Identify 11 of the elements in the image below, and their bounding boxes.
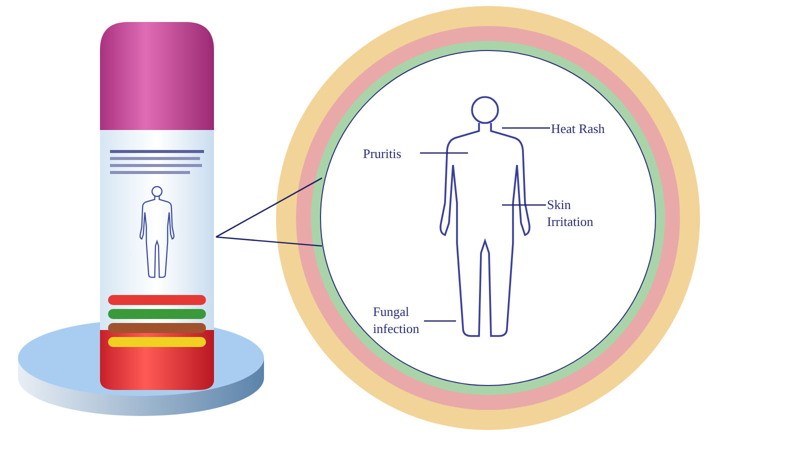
leader-line (424, 320, 456, 322)
zoom-callout-line (216, 236, 322, 247)
callout-label: Pruritis (363, 145, 421, 165)
callout-label: Heat Rash (551, 120, 631, 140)
callout-label: Fungal infection (373, 303, 425, 341)
leader-line (420, 152, 468, 154)
callout-label: Skin Irritation (547, 196, 607, 234)
leader-line (502, 127, 550, 129)
bottle-drawing (98, 20, 216, 392)
leader-line (502, 204, 546, 206)
zoom-callout-line (216, 177, 322, 238)
